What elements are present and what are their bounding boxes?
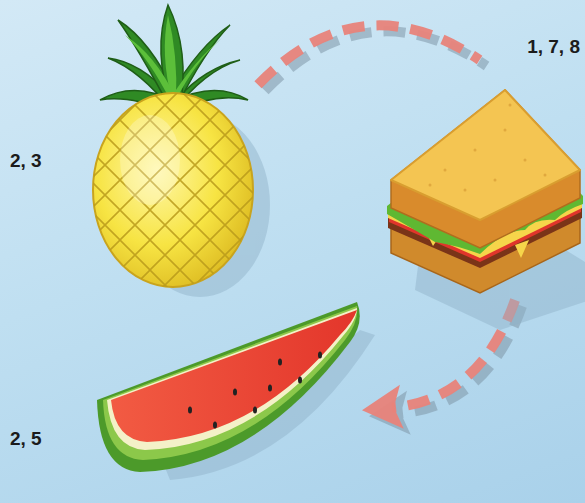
sandwich-illustration [387,90,583,293]
watermelon-illustration-part-part [233,389,237,396]
sandwich-illustration-part-part [504,129,507,132]
watermelon-illustration-part-part [318,352,322,359]
callout-number: 2, 5 [10,428,42,450]
watermelon-illustration-part-part [298,377,302,384]
watermelon-illustration-part-part [213,422,217,429]
sandwich-illustration-part-part [524,159,527,162]
sandwich-illustration-part-part [544,174,547,177]
callout-number: 1, 7, 8 [527,36,580,58]
pineapple-illustration-part [125,15,222,100]
watermelon-illustration-part [188,352,322,429]
sandwich-illustration-part-part [494,179,497,182]
watermelon-illustration-part [103,306,357,460]
food-item: 2, 5 [95,300,362,475]
watermelon-illustration [97,302,360,472]
sandwich-illustration-part [391,90,580,220]
pineapple-illustration-part-part [125,35,175,100]
sandwich-illustration-part-part [464,189,467,192]
sandwich-illustration-part [429,104,547,192]
watermelon-illustration-part [111,310,357,442]
watermelon-illustration-part-part [278,359,282,366]
sandwich-illustration-part-part [509,104,512,107]
dashed-line [258,25,480,84]
pineapple-illustration-part [120,115,180,205]
watermelon-illustration-part-part [188,407,192,414]
food-item: 2, 3 [90,5,258,290]
watermelon-illustration-part-part [268,385,272,392]
pineapple-illustration-part-part [172,38,222,100]
sandwich-illustration-part-part [444,169,447,172]
callout-number: 2, 3 [10,150,42,172]
sandwich-illustration-part-part [474,149,477,152]
sandwich-illustration-part-part [429,184,432,187]
food-item: 1, 7, 8 [385,60,582,300]
watermelon-illustration-part [97,302,360,472]
pineapple-illustration-part [90,90,260,290]
arrow-head [362,385,404,429]
sandwich-illustration-part [391,90,580,248]
watermelon-illustration-part-part [253,407,257,414]
pineapple-illustration [90,5,260,290]
dashed-arrow [258,25,487,90]
watermelon-illustration-part [107,308,357,450]
